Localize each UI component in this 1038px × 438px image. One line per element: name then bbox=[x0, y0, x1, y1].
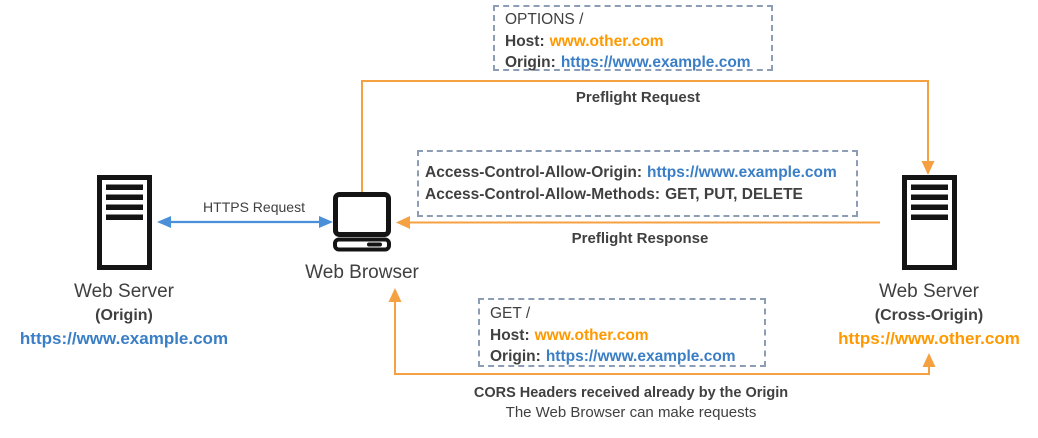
cross-origin-server-subtitle: (Cross-Origin) bbox=[874, 307, 984, 324]
cors-request-arrow bbox=[388, 288, 936, 375]
request-line: OPTIONS / bbox=[505, 11, 584, 28]
cross-origin-server-title: Web Server bbox=[879, 281, 979, 302]
cors-request-headers-box: GET / Host:www.other.com Origin:https://… bbox=[478, 298, 766, 367]
https-request-arrow bbox=[157, 216, 333, 228]
preflight-response-label: Preflight Response bbox=[571, 230, 709, 247]
origin-key: Origin: bbox=[490, 348, 541, 365]
origin-server-url: https://www.example.com bbox=[19, 329, 229, 348]
host-header: Host:www.other.com bbox=[505, 31, 771, 53]
host-key: Host: bbox=[505, 32, 545, 50]
host-value: www.other.com bbox=[534, 326, 649, 344]
host-key: Host: bbox=[490, 326, 530, 344]
preflight-response-arrow bbox=[396, 216, 880, 229]
origin-key: Origin: bbox=[505, 54, 556, 71]
server-tower-icon bbox=[902, 175, 957, 270]
origin-server-title: Web Server bbox=[74, 281, 174, 302]
https-request-label: HTTPS Request bbox=[203, 199, 305, 215]
cross-origin-server-url: https://www.other.com bbox=[838, 329, 1020, 348]
cross-origin-server-labels: Web Server (Cross-Origin) https://www.ot… bbox=[809, 280, 1038, 351]
origin-header: Origin:https://www.example.com bbox=[490, 346, 764, 368]
server-tower-icon bbox=[97, 175, 152, 270]
host-value: www.other.com bbox=[549, 32, 664, 50]
preflight-response-headers-box: Access-Control-Allow-Origin:https://www.… bbox=[417, 150, 858, 217]
origin-header: Origin:https://www.example.com bbox=[505, 52, 771, 74]
host-header: Host:www.other.com bbox=[490, 325, 764, 347]
allow-origin-value: https://www.example.com bbox=[647, 164, 837, 181]
cors-request-caption: CORS Headers received already by the Ori… bbox=[431, 383, 831, 423]
preflight-request-arrow bbox=[361, 80, 935, 193]
allow-methods-value: GET, PUT, DELETE bbox=[665, 185, 803, 203]
preflight-request-headers-box: OPTIONS / Host:www.other.com Origin:http… bbox=[493, 5, 773, 71]
preflight-request-label: Preflight Request bbox=[575, 89, 701, 106]
allow-origin-key: Access-Control-Allow-Origin: bbox=[425, 164, 643, 181]
allow-methods-key: Access-Control-Allow-Methods: bbox=[425, 185, 661, 203]
origin-value: https://www.example.com bbox=[545, 348, 736, 365]
browser-labels: Web Browser bbox=[272, 261, 452, 285]
cors-caption-line2: The Web Browser can make requests bbox=[505, 404, 757, 421]
cors-caption-line1: CORS Headers received already by the Ori… bbox=[473, 385, 789, 401]
origin-server-labels: Web Server (Origin) https://www.example.… bbox=[4, 280, 244, 351]
origin-value: https://www.example.com bbox=[560, 54, 751, 71]
browser-title: Web Browser bbox=[305, 262, 419, 283]
request-line: GET / bbox=[490, 305, 531, 322]
origin-server-subtitle: (Origin) bbox=[95, 307, 153, 324]
desktop-computer-icon bbox=[333, 192, 391, 252]
allow-origin-header: Access-Control-Allow-Origin:https://www.… bbox=[425, 162, 856, 184]
allow-methods-header: Access-Control-Allow-Methods:GET, PUT, D… bbox=[425, 184, 856, 206]
